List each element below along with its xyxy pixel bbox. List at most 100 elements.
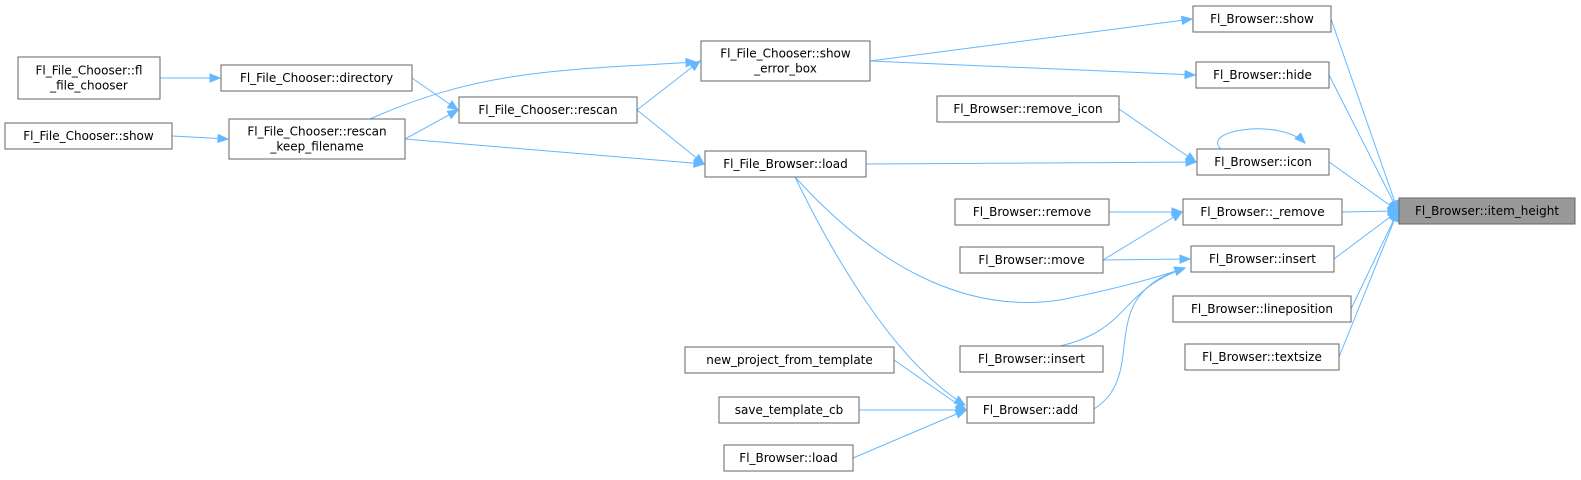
node-root[interactable]: Fl_Browser::item_height (1398, 197, 1576, 225)
node-box (17, 56, 161, 100)
node-lineposition[interactable]: Fl_Browser::lineposition (1172, 295, 1352, 323)
node-remove-icon[interactable]: Fl_Browser::remove_icon (936, 95, 1120, 123)
edge-lineposition-to-root (1350, 209, 1399, 310)
arrow-head (1184, 69, 1197, 80)
node-label: Fl_Browser::insert (978, 352, 1085, 366)
edge-save_template-to-add (859, 405, 968, 415)
edge-line (1217, 128, 1306, 150)
edge-line (1350, 210, 1399, 310)
node-box (220, 64, 413, 92)
edge-fc_fl-to-fc_directory (160, 73, 222, 83)
node-box (1195, 61, 1330, 89)
node-box (1190, 245, 1335, 273)
node-box (718, 396, 860, 424)
node-box (1184, 343, 1340, 371)
node-box (700, 40, 871, 82)
edge-fc_showerr-to-show (869, 15, 1194, 62)
node-label: Fl_Browser::item_height (1415, 204, 1559, 218)
node-label: Fl_Browser::show (1210, 12, 1314, 26)
node-label: Fl_File_Chooser::directory (240, 71, 393, 85)
node-box (1196, 148, 1330, 176)
node-box (966, 396, 1095, 424)
arrow-head (1179, 254, 1192, 264)
edge-remove_icon-to-icon (1118, 108, 1198, 163)
node-move[interactable]: Fl_Browser::move (959, 246, 1104, 274)
node-remove-[interactable]: Fl_Browser::_remove (1182, 198, 1343, 226)
arrow-head (954, 409, 968, 419)
edge-move-to-insert1 (1102, 254, 1192, 264)
arrow-head (685, 57, 698, 68)
node-new-project[interactable]: new_project_from_template (684, 346, 895, 374)
edge-fc_showerr-to-hide (869, 60, 1197, 80)
node-label: Fl_Browser::icon (1214, 155, 1312, 169)
node-save-template[interactable]: save_template_cb (718, 396, 860, 424)
node-fc-fl[interactable]: Fl_File_Chooser::fl_file_chooser (17, 56, 161, 100)
node-label: Fl_File_Chooser::rescan (478, 103, 617, 117)
edge-fb_load-to-icon (865, 157, 1198, 167)
edge-line (852, 409, 967, 459)
edge-line (369, 61, 697, 120)
arrow-head (1170, 211, 1184, 222)
node-box (1172, 295, 1352, 323)
edge-line (1102, 211, 1183, 261)
arrow-head (446, 100, 460, 111)
node-fc-rescan-keep[interactable]: Fl_File_Chooser::rescan_keep_filename (228, 118, 406, 160)
node-label: Fl_Browser::insert (1209, 252, 1316, 266)
node-add[interactable]: Fl_Browser::add (966, 396, 1095, 424)
node-label: new_project_from_template (706, 353, 873, 367)
node-insert1[interactable]: Fl_Browser::insert (1190, 245, 1335, 273)
node-box (1192, 5, 1332, 33)
node-label: Fl_Browser::textsize (1202, 350, 1322, 364)
node-label: Fl_File_Chooser::show (23, 129, 154, 143)
node-b-load[interactable]: Fl_Browser::load (723, 444, 854, 472)
edge-fc_rescan_keep-to-fb_load (404, 138, 706, 168)
node-label: Fl_Browser::hide (1213, 68, 1312, 82)
node-label: Fl_Browser::add (983, 403, 1078, 417)
node-fc-directory[interactable]: Fl_File_Chooser::directory (220, 64, 413, 92)
arrow-head (1294, 132, 1306, 144)
nodes-layer: Fl_Browser::item_height Fl_Browser::showF… (4, 5, 1576, 472)
node-icon[interactable]: Fl_Browser::icon (1196, 148, 1330, 176)
edge-line (869, 18, 1193, 62)
node-box (954, 198, 1110, 226)
arrow-head (209, 73, 222, 83)
edge-hide-to-root (1328, 74, 1399, 213)
edge-line (1330, 18, 1399, 212)
node-fc-showerr[interactable]: Fl_File_Chooser::show_error_box (700, 40, 871, 82)
node-label: Fl_File_Chooser::rescan (247, 125, 386, 139)
node-textsize[interactable]: Fl_Browser::textsize (1184, 343, 1340, 371)
node-box (723, 444, 854, 472)
node-box (458, 96, 638, 124)
node-fc-show[interactable]: Fl_File_Chooser::show (4, 122, 173, 150)
node-fc-rescan[interactable]: Fl_File_Chooser::rescan (458, 96, 638, 124)
node-box (936, 95, 1120, 123)
node-show[interactable]: Fl_Browser::show (1192, 5, 1332, 33)
node-box (959, 345, 1104, 373)
node-label: _error_box (753, 62, 817, 76)
arrow-head (1185, 157, 1198, 167)
arrow-head (217, 133, 230, 144)
edge-line (794, 176, 966, 406)
edge-line (1118, 108, 1197, 163)
edge-fc_directory-to-fc_rescan (411, 77, 460, 111)
arrow-head (1173, 266, 1187, 276)
node-label: Fl_Browser::move (978, 253, 1084, 267)
edge-line (1102, 258, 1191, 261)
edge-line (893, 359, 967, 411)
node-label: Fl_Browser::load (739, 451, 837, 465)
node-label: _file_chooser (49, 79, 128, 93)
node-insert2[interactable]: Fl_Browser::insert (959, 345, 1104, 373)
edge-textsize-to-root (1338, 209, 1399, 358)
arrow-head (446, 109, 460, 120)
node-box (684, 346, 895, 374)
node-remove[interactable]: Fl_Browser::remove (954, 198, 1110, 226)
node-label: Fl_File_Browser::load (723, 157, 847, 171)
node-fb-load[interactable]: Fl_File_Browser::load (704, 150, 867, 178)
node-label: _keep_filename (269, 140, 363, 154)
edge-remove-to-remove_ (1109, 207, 1184, 217)
node-hide[interactable]: Fl_Browser::hide (1195, 61, 1330, 89)
edge-show-to-root (1330, 18, 1400, 213)
node-label: Fl_Browser::remove (973, 205, 1091, 219)
edge-fc_show-to-fc_rescan_keep (171, 133, 230, 144)
